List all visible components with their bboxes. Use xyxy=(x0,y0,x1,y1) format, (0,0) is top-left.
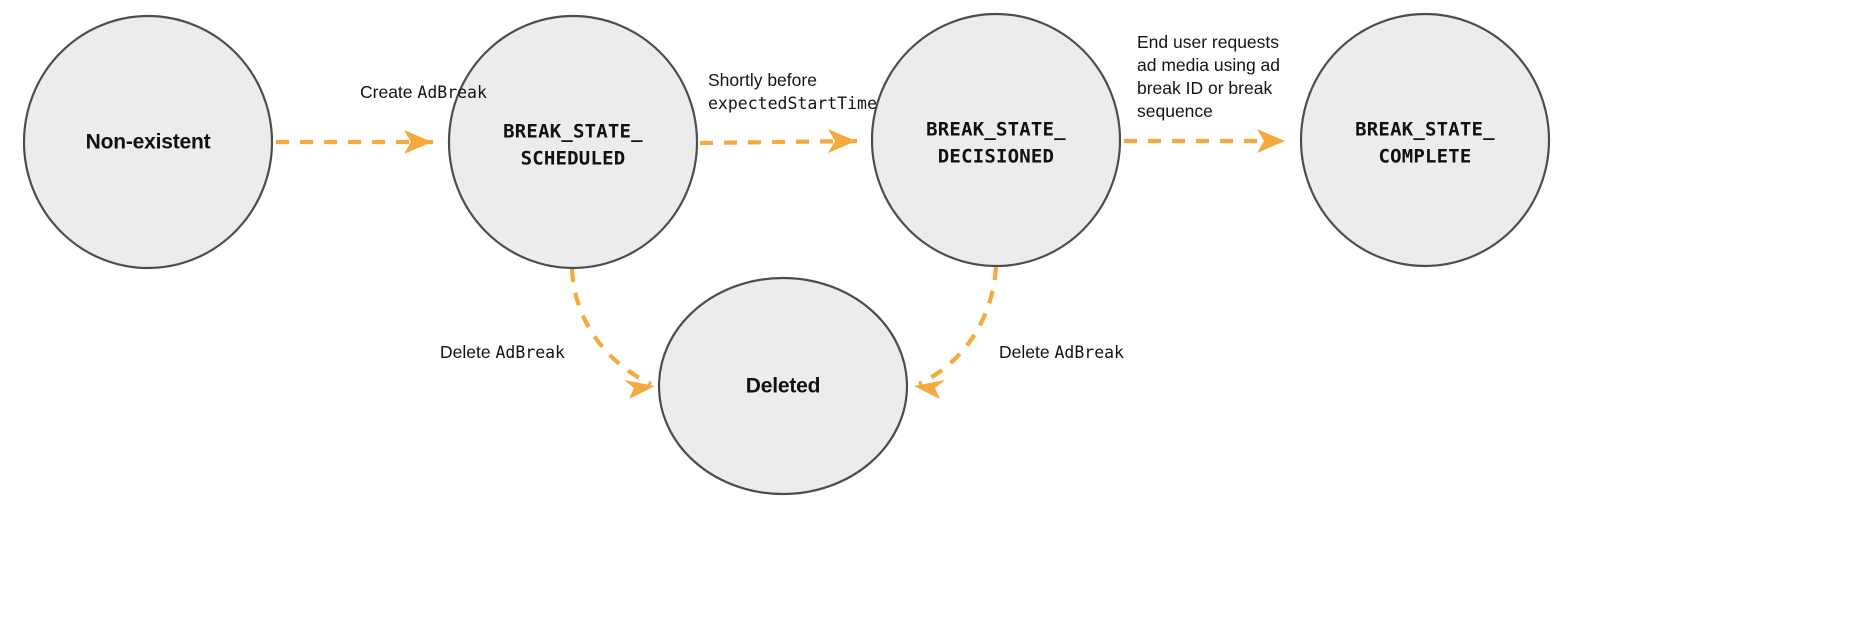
edge-label-shortly-before-expected-start-time: Shortly before expectedStartTime xyxy=(708,70,877,113)
edge-label-run: Delete xyxy=(440,342,495,362)
node-break-state-decisioned[interactable]: BREAK_STATE_ DECISIONED xyxy=(870,12,1122,268)
edge-line xyxy=(569,268,652,386)
arrowhead-icon xyxy=(1257,129,1285,153)
edge-label-run: AdBreak xyxy=(417,83,487,102)
edge-label-end-user-requests-ad-media: End user requests ad media using ad break … xyxy=(1137,32,1280,121)
edge-label-line: Delete AdBreak xyxy=(440,342,565,362)
state-circle xyxy=(1299,12,1551,268)
edge-label-line: End user requests xyxy=(1137,32,1279,52)
edges-layer xyxy=(276,129,1286,399)
node-label-break-state-complete-line2: COMPLETE xyxy=(1378,146,1471,168)
nodes-layer: Non-existent BREAK_STATE_ SCHEDULED BREA… xyxy=(22,12,1551,496)
node-label-non-existent: Non-existent xyxy=(86,131,211,154)
edge-label-line: Shortly before xyxy=(708,70,817,90)
edge-label-line: Delete AdBreak xyxy=(999,342,1124,362)
node-deleted[interactable]: Deleted xyxy=(657,276,909,496)
node-break-state-complete[interactable]: BREAK_STATE_ COMPLETE xyxy=(1299,12,1551,268)
edge-end-user-requests[interactable] xyxy=(1124,129,1286,153)
edge-label-run: break ID or break xyxy=(1137,78,1272,98)
edge-create-adbreak[interactable] xyxy=(276,130,434,154)
edge-label-delete-adbreak-from-scheduled: Delete AdBreak xyxy=(440,342,565,362)
state-circle xyxy=(22,14,274,270)
edge-labels-layer: Create AdBreak Shortly before expectedStar… xyxy=(360,32,1280,362)
edge-label-line: sequence xyxy=(1137,101,1213,121)
node-break-state-scheduled[interactable]: BREAK_STATE_ SCHEDULED xyxy=(447,14,699,270)
edge-label-line: break ID or break xyxy=(1137,78,1272,98)
node-label-break-state-decisioned-line1: BREAK_STATE_ xyxy=(926,119,1066,141)
arrowhead-icon xyxy=(624,380,655,399)
edge-label-run: sequence xyxy=(1137,101,1213,121)
edge-delete-from-decisioned[interactable] xyxy=(914,266,999,399)
node-label-deleted: Deleted xyxy=(746,375,820,398)
edge-label-create-adbreak: Create AdBreak xyxy=(360,82,487,102)
state-circle xyxy=(870,12,1122,268)
edge-label-run: Delete xyxy=(999,342,1054,362)
arrowhead-icon xyxy=(404,130,432,154)
edge-delete-from-scheduled[interactable] xyxy=(569,268,655,399)
arrowhead-icon xyxy=(828,129,856,153)
edge-label-line: ad media using ad xyxy=(1137,55,1280,75)
state-circle xyxy=(657,276,909,496)
node-non-existent[interactable]: Non-existent xyxy=(22,14,274,270)
edge-label-run: ad media using ad xyxy=(1137,55,1280,75)
edge-line xyxy=(699,138,858,146)
edge-label-run: AdBreak xyxy=(495,343,565,362)
node-label-break-state-scheduled-line2: SCHEDULED xyxy=(521,148,626,170)
edge-line xyxy=(918,266,999,386)
arrowhead-icon xyxy=(914,380,945,399)
edge-label-run: Shortly before xyxy=(708,70,817,90)
edge-label-run: expectedStartTime xyxy=(708,94,877,113)
edge-label-line: Create AdBreak xyxy=(360,82,487,102)
edge-label-delete-adbreak-from-decisioned: Delete AdBreak xyxy=(999,342,1124,362)
edge-label-line: expectedStartTime xyxy=(708,94,877,113)
node-label-break-state-scheduled-line1: BREAK_STATE_ xyxy=(503,121,643,143)
edge-label-run: End user requests xyxy=(1137,32,1279,52)
state-circle xyxy=(447,14,699,270)
node-label-break-state-decisioned-line2: DECISIONED xyxy=(938,146,1054,168)
edge-label-run: Create xyxy=(360,82,417,102)
edge-label-run: AdBreak xyxy=(1054,343,1124,362)
node-label-break-state-complete-line1: BREAK_STATE_ xyxy=(1355,119,1495,141)
edge-shortly-before[interactable] xyxy=(699,129,858,153)
